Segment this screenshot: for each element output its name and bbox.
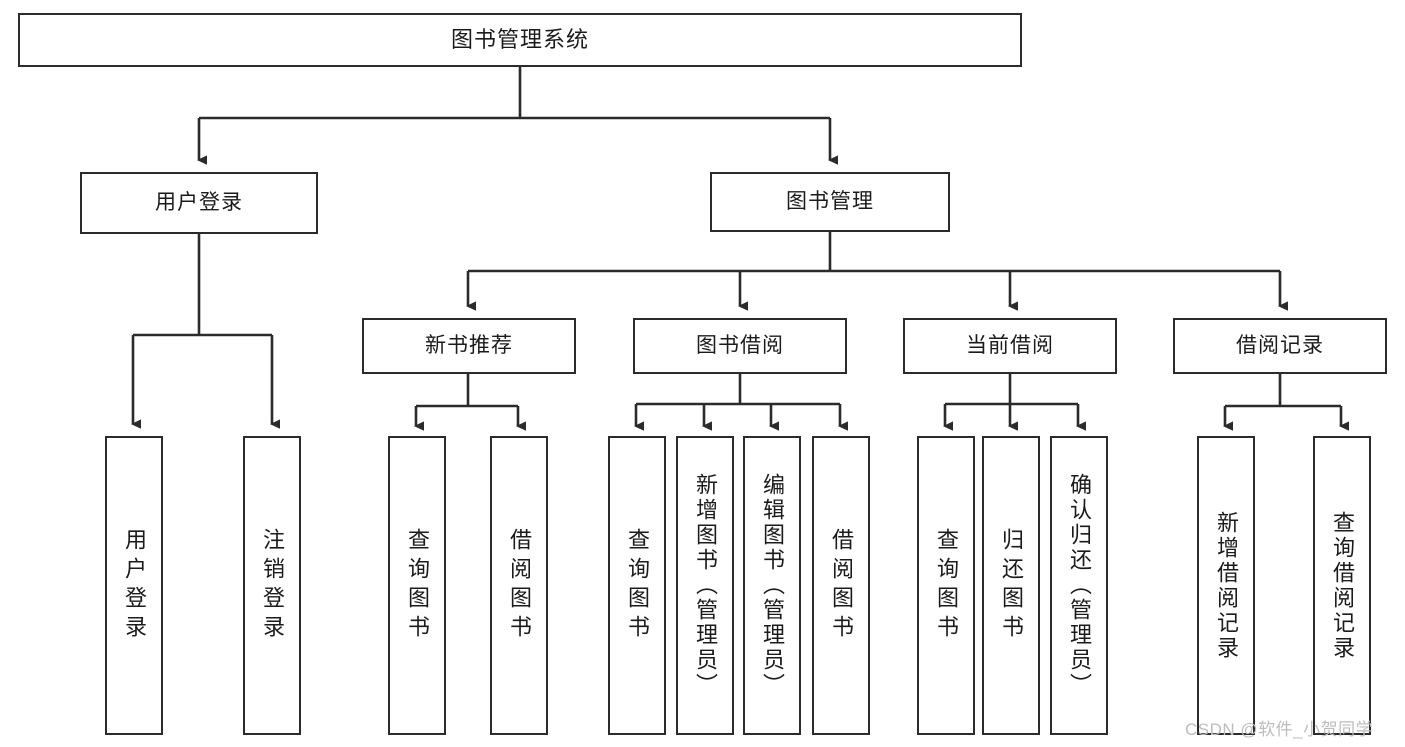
leaf-query-book-borrow[interactable]: 查询图书 [608,436,666,735]
leaf-confirm-return-admin[interactable]: 确认归还（管理员） [1050,436,1108,735]
node-label: 查询图书 [405,527,430,644]
node-label: 借阅图书 [507,527,532,644]
node-current-borrow[interactable]: 当前借阅 [903,318,1117,374]
leaf-user-login[interactable]: 用户登录 [105,436,163,735]
node-label: 用户登录 [122,527,147,644]
node-borrow-record[interactable]: 借阅记录 [1173,318,1387,374]
node-new-book-recommend[interactable]: 新书推荐 [362,318,576,374]
node-label: 用户登录 [155,191,243,215]
node-label: 借阅图书 [829,527,854,644]
node-label: 注销登录 [260,527,285,644]
leaf-return-book[interactable]: 归还图书 [982,436,1040,735]
node-label: 新书推荐 [425,334,513,358]
node-label: 编辑图书（管理员） [760,473,785,698]
leaf-query-book-current[interactable]: 查询图书 [917,436,975,735]
node-label: 查询借阅记录 [1330,510,1355,661]
node-label: 查询图书 [625,527,650,644]
leaf-add-borrow-record[interactable]: 新增借阅记录 [1197,436,1255,735]
leaf-add-book-admin[interactable]: 新增图书（管理员） [676,436,734,735]
node-label: 归还图书 [999,527,1024,644]
leaf-borrow-book[interactable]: 借阅图书 [812,436,870,735]
node-root-system[interactable]: 图书管理系统 [18,13,1022,67]
node-label: 查询图书 [934,527,959,644]
node-label: 图书借阅 [696,334,784,358]
csdn-watermark: CSDN @软件_小贺同学 [1185,720,1374,739]
leaf-query-book-recommend[interactable]: 查询图书 [388,436,446,735]
leaf-logout-login[interactable]: 注销登录 [243,436,301,735]
node-label: 新增图书（管理员） [693,473,718,698]
node-label: 图书管理系统 [450,26,589,52]
node-label: 新增借阅记录 [1214,510,1239,661]
leaf-edit-book-admin[interactable]: 编辑图书（管理员） [743,436,801,735]
node-user-login[interactable]: 用户登录 [80,172,318,234]
node-book-management[interactable]: 图书管理 [710,172,950,232]
node-label: 当前借阅 [966,334,1054,358]
leaf-query-borrow-record[interactable]: 查询借阅记录 [1313,436,1371,735]
node-book-borrow[interactable]: 图书借阅 [633,318,847,374]
node-label: 借阅记录 [1236,334,1324,358]
node-label: 图书管理 [786,190,874,214]
node-label: 确认归还（管理员） [1067,473,1092,698]
leaf-borrow-book-recommend[interactable]: 借阅图书 [490,436,548,735]
